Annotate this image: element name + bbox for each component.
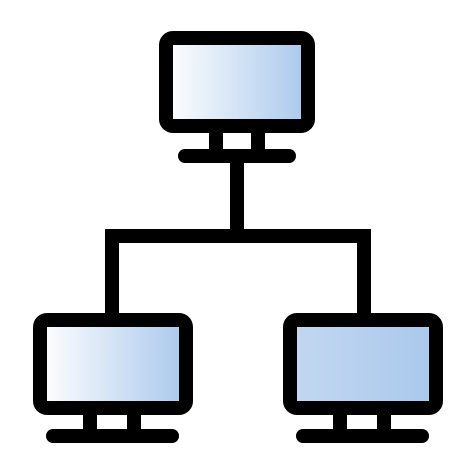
branch-line xyxy=(105,229,371,314)
network-connections xyxy=(105,157,371,314)
top-monitor-screen xyxy=(159,31,315,133)
right-computer-icon xyxy=(283,313,443,443)
left-computer-icon xyxy=(33,313,193,443)
right-monitor-screen xyxy=(283,313,443,415)
left-monitor-screen xyxy=(33,313,193,415)
top-computer-icon xyxy=(159,31,315,163)
